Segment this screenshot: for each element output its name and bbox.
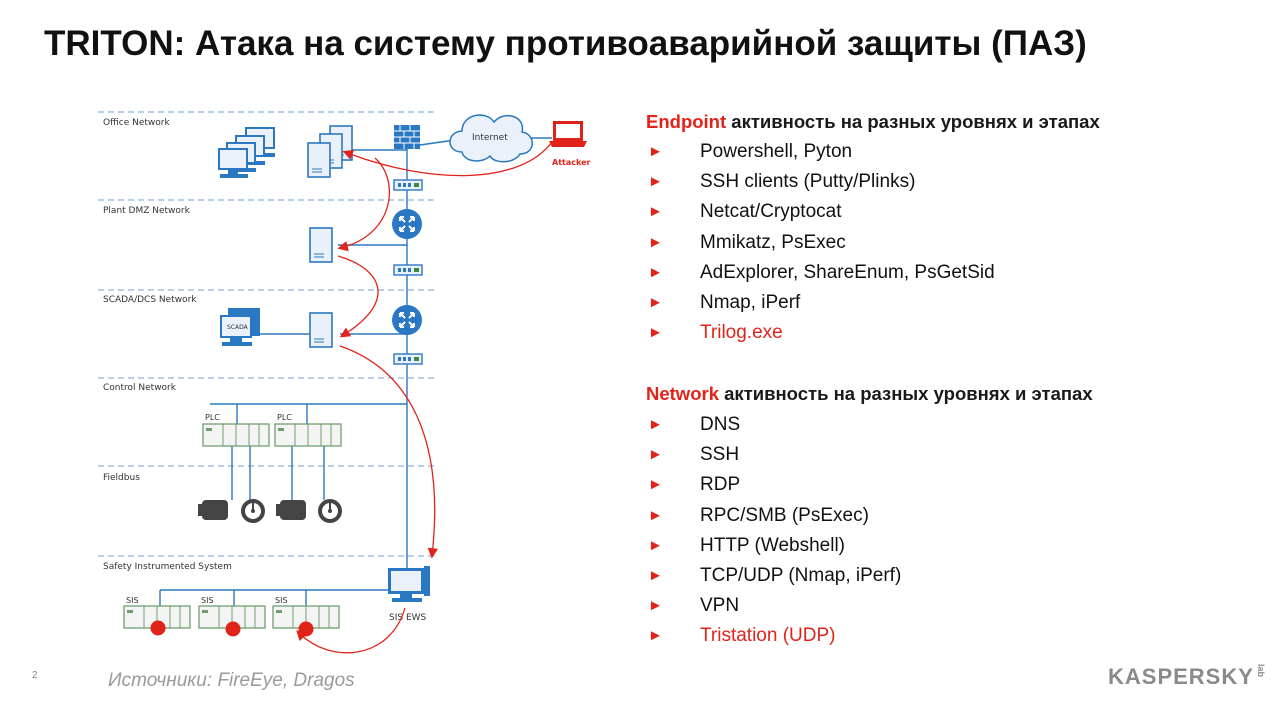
bullet-icon: ► (648, 203, 663, 221)
page-number: 2 (32, 670, 38, 681)
zone-label-fieldbus: Fieldbus (103, 473, 140, 483)
bullet-icon: ► (648, 173, 663, 191)
sis-compromised-marker (150, 620, 166, 636)
bullet-icon: ► (648, 627, 663, 645)
bullet-icon: ► (648, 293, 663, 311)
endpoint-keyword: Endpoint (646, 111, 727, 132)
endpoint-heading: Endpoint активность на разных уровнях и … (646, 111, 1100, 133)
office-workstations (218, 127, 275, 178)
bullet-icon: ► (648, 476, 663, 494)
motor-icon (276, 500, 306, 520)
motor-icon (198, 500, 228, 520)
zone-label-sis: Safety Instrumented System (103, 562, 232, 572)
slide-title: TRITON: Атака на систему противоаварийно… (44, 24, 1087, 63)
logo-lab: lab (1255, 664, 1266, 678)
bullet-icon: ► (648, 506, 663, 524)
bullet-icon: ► (648, 233, 663, 251)
network-heading: Network активность на разных уровнях и э… (646, 383, 1093, 405)
plc-1-icon (202, 423, 270, 447)
scada-server-icon (309, 312, 333, 348)
switch-dmz-icon (393, 264, 423, 276)
network-heading-rest: активность на разных уровнях и этапах (719, 383, 1093, 404)
sis-ews-icon (388, 566, 430, 602)
zone-separators (98, 111, 438, 557)
bullet-icon: ► (648, 536, 663, 554)
network-keyword: Network (646, 383, 719, 404)
backbone-links (159, 137, 552, 606)
attack-path (296, 141, 553, 654)
zone-label-scada: SCADA/DCS Network (103, 295, 197, 305)
network-diagram: Office Network Plant DMZ Network SCADA/D… (98, 111, 591, 654)
plc-2-icon (274, 423, 342, 447)
bullet-icon: ► (648, 597, 663, 615)
logo-text: KASPERSKY (1108, 664, 1254, 689)
firewall-icon (394, 125, 420, 149)
gauge-icon (318, 499, 342, 523)
bullet-icon: ► (648, 143, 663, 160)
bullet-icon: ► (648, 263, 663, 281)
attacker-label: Attacker (552, 158, 591, 167)
scada-workstation-icon (220, 308, 260, 346)
router-scada-icon (391, 304, 423, 336)
internet-cloud-icon (449, 114, 533, 163)
sources-note: Источники: FireEye, Dragos (108, 670, 355, 691)
dmz-server-icon (309, 227, 333, 263)
router-dmz-icon (391, 208, 423, 240)
sis-label-2: SIS (201, 596, 214, 605)
zone-label-office: Office Network (103, 118, 170, 128)
plc-label-1: PLC (205, 413, 220, 422)
endpoint-heading-rest: активность на разных уровнях и этапах (726, 111, 1100, 132)
switch-office-icon (393, 179, 423, 191)
switch-scada-icon (393, 353, 423, 365)
bullet-icon: ► (648, 446, 663, 464)
bullet-icon: ► (648, 324, 663, 342)
gauge-icon (241, 499, 265, 523)
sis-label-3: SIS (275, 596, 288, 605)
internet-label: Internet (472, 133, 508, 143)
bullet-icon: ► (648, 566, 663, 584)
zone-label-dmz: Plant DMZ Network (103, 206, 191, 216)
zone-label-control: Control Network (103, 383, 177, 393)
sis-compromised-marker (225, 621, 241, 637)
attacker-laptop-icon (549, 121, 587, 147)
scada-screen-label: SCADA (227, 324, 249, 331)
plc-label-2: PLC (277, 413, 292, 422)
sis-label-1: SIS (126, 596, 139, 605)
sis-ews-label: SIS EWS (389, 613, 427, 623)
bullet-icon: ► (648, 416, 663, 433)
